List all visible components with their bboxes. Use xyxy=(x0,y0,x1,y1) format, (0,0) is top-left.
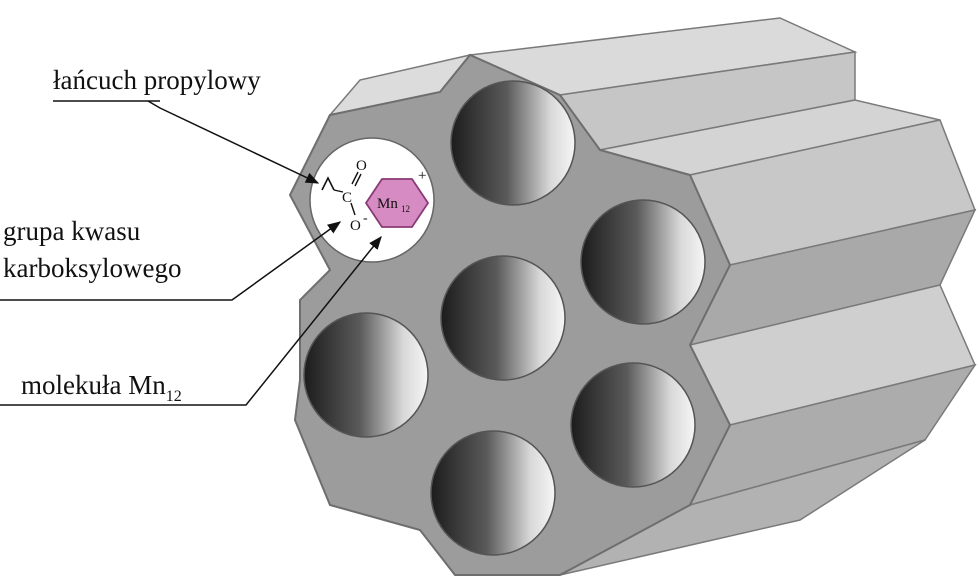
mn-subscript: 12 xyxy=(401,204,410,214)
pore-bottom xyxy=(430,430,556,556)
charge-minus: - xyxy=(363,211,368,226)
label-molecule-main: molekuła Mn xyxy=(21,370,166,400)
label-carboxyl-line2: karboksylowego xyxy=(3,253,181,283)
charge-plus: + xyxy=(418,168,426,184)
pore-lower-right xyxy=(570,362,696,488)
pore-center xyxy=(440,255,566,381)
chain-to-carbon-bond xyxy=(333,189,344,193)
carbonyl-bond xyxy=(351,171,359,185)
carboxyl-group: O C O - xyxy=(321,158,368,234)
oxygen-top: O xyxy=(356,158,367,174)
oxygen-bottom: O xyxy=(350,218,361,234)
label-carboxyl-line1: grupa kwasu xyxy=(3,216,141,246)
pore-top xyxy=(450,80,576,206)
carbonyl-bond-2 xyxy=(354,173,362,187)
leader-lines xyxy=(0,100,382,406)
carboxylate-bond xyxy=(350,202,356,216)
mn12-hexagon xyxy=(364,178,430,228)
pore-left xyxy=(303,312,429,438)
leader-propyl-chain xyxy=(147,100,320,184)
extrusion-body xyxy=(327,17,977,576)
mn12-molecule: Mn 12 + xyxy=(364,168,430,228)
label-molecule-sub: 12 xyxy=(166,388,182,405)
leader-molecule xyxy=(0,235,382,406)
leader-carboxyl xyxy=(0,221,342,301)
label-propyl-chain: łańcuch propylowy xyxy=(53,65,261,95)
mn-symbol: Mn xyxy=(377,196,398,212)
pore-upper-right xyxy=(580,199,706,325)
label-molecule: molekuła Mn12 xyxy=(21,370,182,405)
carbon-atom: C xyxy=(342,190,352,206)
propyl-chain-zigzag xyxy=(321,176,335,191)
